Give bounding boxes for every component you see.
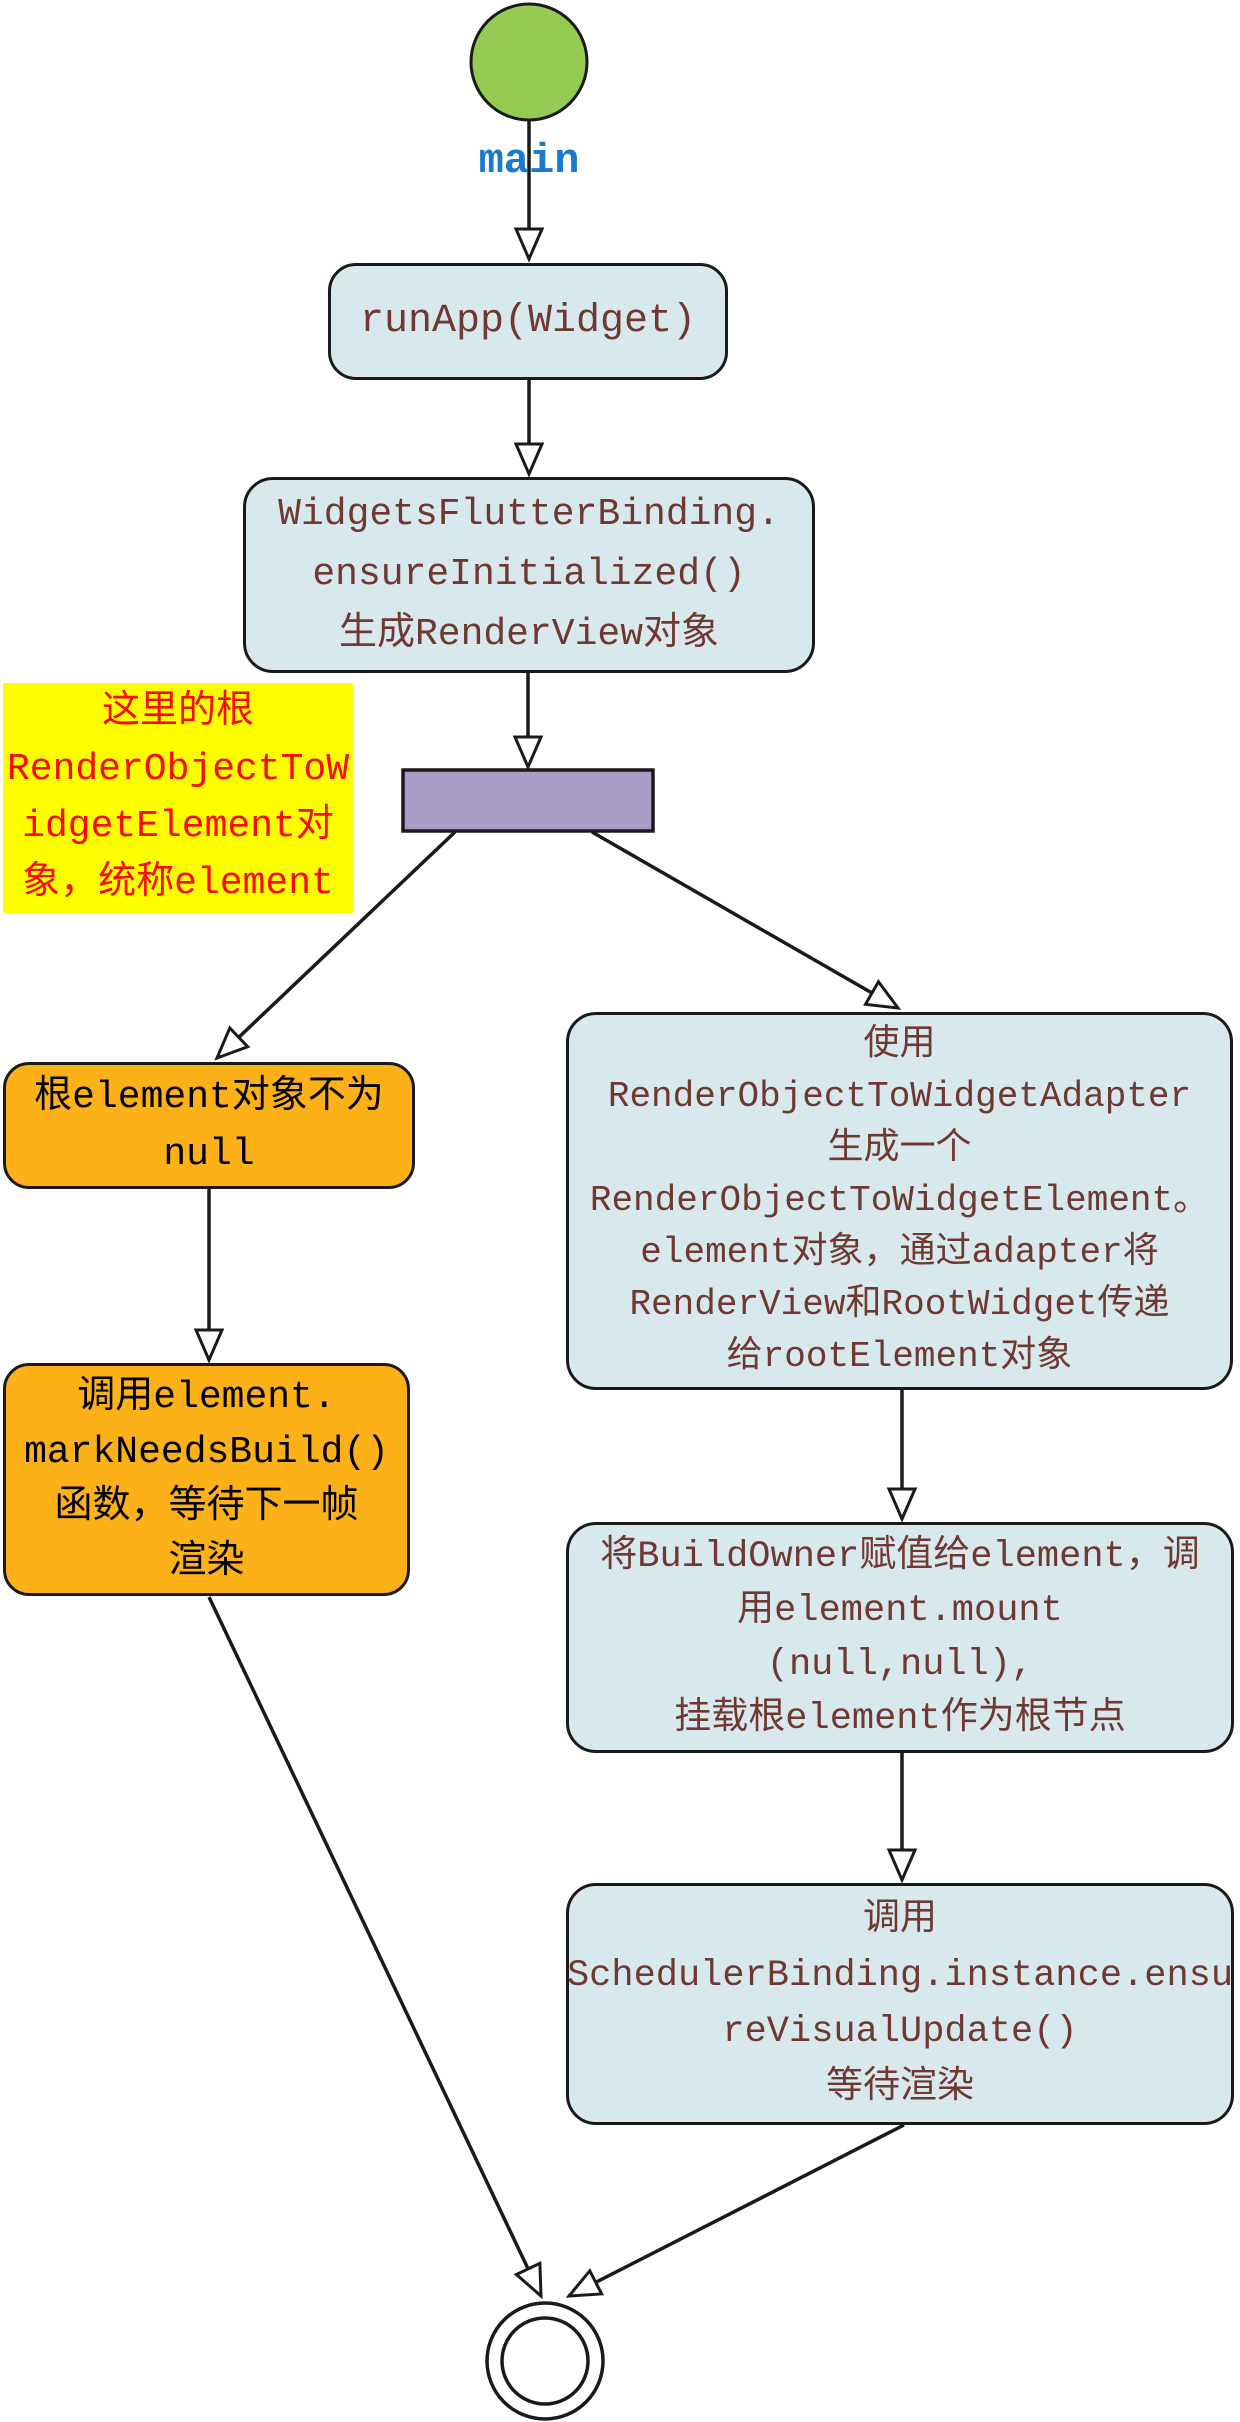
edge-fork-to-create-element bbox=[591, 830, 902, 1010]
edge-fork-to-element-not-null bbox=[214, 830, 457, 1061]
activity-ensure-visual-update: 调用 SchedulerBinding.instance.ensu reVisu… bbox=[566, 1883, 1234, 2125]
activity-run-app: runApp(Widget) bbox=[328, 263, 728, 380]
note-root-element: 这里的根 RenderObjectToW idgetElement对 象，统称e… bbox=[3, 683, 353, 913]
end-node-inner-circle bbox=[500, 2316, 590, 2406]
condition-mark-needs-build: 调用element. markNeedsBuild() 函数，等待下一帧 渲染 bbox=[3, 1363, 410, 1596]
fork-bar bbox=[401, 768, 655, 833]
end-node-outer-circle bbox=[485, 2301, 605, 2421]
activity-ensure-initialized: WidgetsFlutterBinding. ensureInitialized… bbox=[243, 477, 815, 673]
start-node-circle bbox=[469, 2, 589, 122]
edge-mark-needs-build-to-end bbox=[207, 1596, 543, 2300]
activity-mount-element: 将BuildOwner赋值给element，调 用element.mount (… bbox=[566, 1522, 1234, 1753]
edge-label-main: main bbox=[478, 137, 580, 185]
condition-element-not-null: 根element对象不为 null bbox=[3, 1062, 415, 1189]
activity-create-root-element: 使用 RenderObjectToWidgetAdapter 生成一个 Rend… bbox=[566, 1012, 1233, 1390]
edge-ensure-visual-update-to-end bbox=[565, 2123, 905, 2298]
